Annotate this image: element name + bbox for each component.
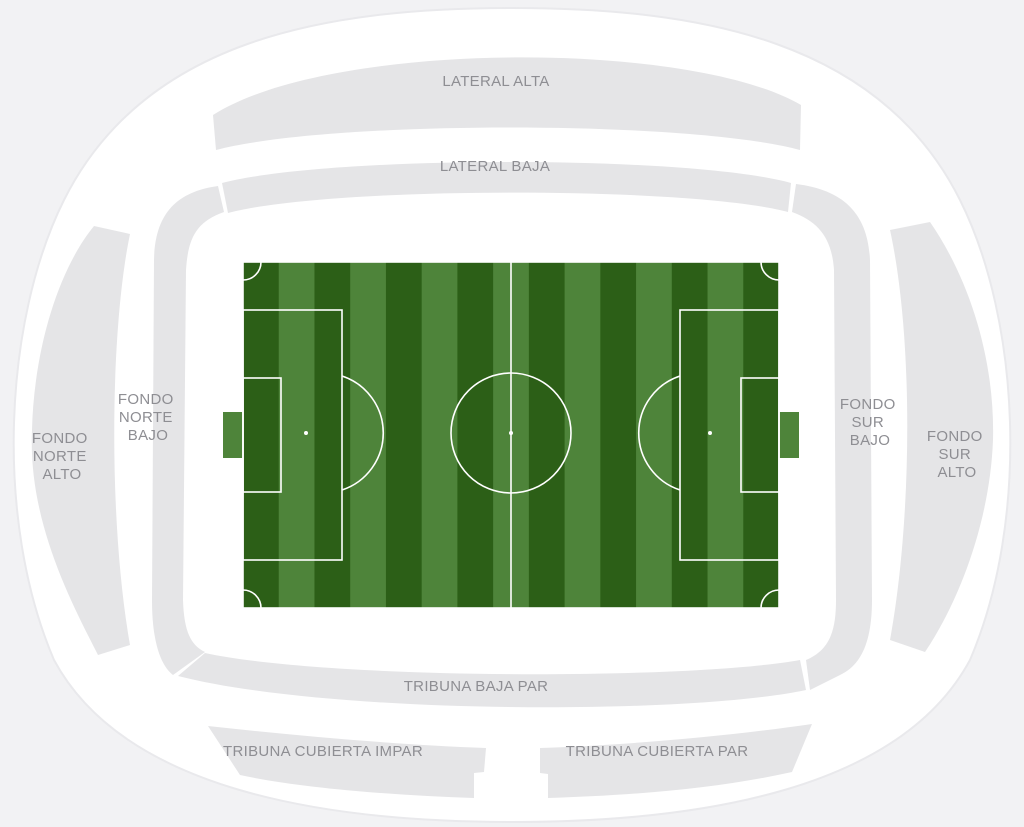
goal-north	[223, 412, 243, 458]
corner-arc-sw	[242, 589, 262, 609]
section-tribuna-cubierta-par[interactable]	[540, 724, 812, 798]
corner-arc-se	[760, 589, 780, 609]
pitch-stripe	[421, 262, 458, 608]
label-fondo-sur-alto: FONDO SUR ALTO	[927, 428, 987, 481]
pitch-stripe	[636, 262, 673, 608]
pitch-stripe	[707, 262, 744, 608]
label-tribuna-baja-par: TRIBUNA BAJA PAR	[404, 678, 549, 695]
section-fondo-norte-bajo[interactable]	[152, 186, 224, 675]
pitch-stripe	[600, 262, 637, 608]
goal-area-north	[242, 377, 282, 493]
label-tribuna-cubierta-par: TRIBUNA CUBIERTA PAR	[566, 743, 749, 760]
pitch-stripe	[385, 262, 423, 608]
section-fondo-sur-bajo[interactable]	[792, 184, 872, 690]
goal-south	[779, 412, 799, 458]
pitch-stripe	[564, 262, 601, 608]
pitch	[223, 261, 799, 609]
corner-arc-nw	[242, 261, 262, 281]
section-lateral-alta[interactable]	[213, 57, 801, 150]
section-tribuna-cubierta-impar[interactable]	[208, 726, 486, 798]
penalty-spot-south	[708, 431, 712, 435]
section-tribuna-baja-par[interactable]	[178, 653, 806, 708]
label-fondo-norte-bajo: FONDO NORTE BAJO	[118, 391, 178, 444]
center-circle	[450, 372, 572, 494]
penalty-arc-north	[341, 375, 385, 491]
pitch-stripe	[671, 262, 709, 608]
label-fondo-sur-bajo: FONDO SUR BAJO	[840, 396, 900, 449]
pitch-stripe	[278, 262, 315, 608]
section-lateral-baja[interactable]	[222, 162, 791, 213]
section-fondo-norte-alto[interactable]	[31, 226, 130, 655]
label-lateral-baja: LATERAL BAJA	[440, 158, 550, 175]
pitch-stripe	[243, 262, 280, 608]
label-lateral-alta: LATERAL ALTA	[442, 73, 549, 90]
pitch-stripe	[314, 262, 351, 608]
penalty-spot-north	[304, 431, 308, 435]
label-tribuna-cubierta-impar: TRIBUNA CUBIERTA IMPAR	[223, 743, 423, 760]
goal-area-south	[740, 377, 780, 493]
label-fondo-norte-alto: FONDO NORTE ALTO	[32, 430, 92, 483]
pitch-stripe	[350, 262, 387, 608]
penalty-arc-south	[637, 375, 681, 491]
pitch-stripe	[457, 262, 494, 608]
pitch-stripe	[528, 262, 566, 608]
corner-arc-ne	[760, 261, 780, 281]
pitch-stripe	[743, 262, 780, 608]
center-spot	[509, 431, 513, 435]
section-fondo-sur-alto[interactable]	[890, 222, 994, 652]
pitch-stripes	[243, 262, 780, 608]
